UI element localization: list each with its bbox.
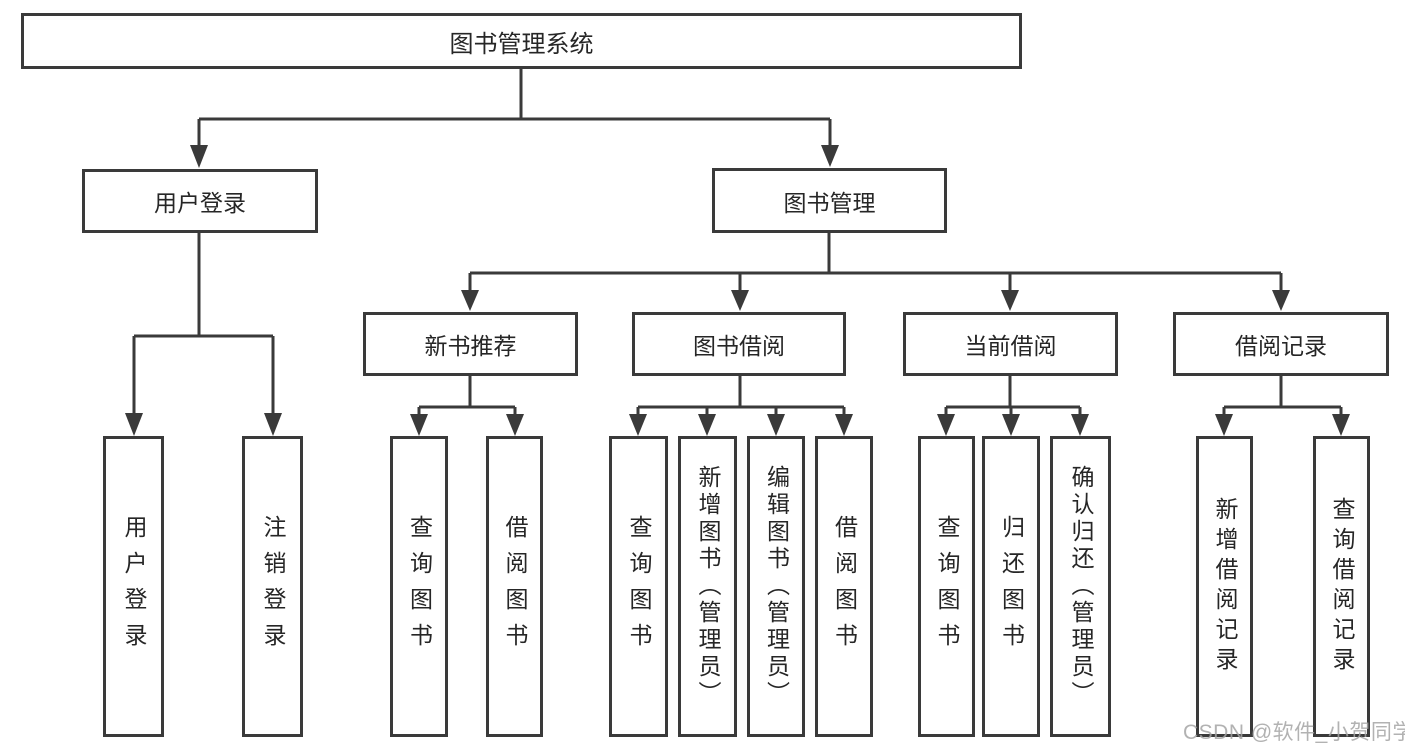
node-leaf-query-books-3: 查询图书 (918, 436, 975, 737)
node-label: 用户登录 (121, 514, 147, 659)
node-leaf-query-books-1: 查询图书 (390, 436, 448, 737)
node-leaf-edit-books-admin: 编辑图书（管理员） (747, 436, 805, 737)
edge-root-to-level2 (190, 68, 839, 168)
node-leaf-confirm-return-admin: 确认归还（管理员） (1050, 436, 1111, 737)
node-user-login: 用户登录 (82, 169, 318, 233)
node-label: 归还图书 (998, 514, 1025, 659)
node-borrowing-records: 借阅记录 (1173, 312, 1389, 376)
node-leaf-return-books: 归还图书 (982, 436, 1040, 737)
edge-user-login-to-leaves (125, 233, 282, 436)
node-leaf-borrow-books-1: 借阅图书 (486, 436, 543, 737)
node-label: 新增借阅记录 (1212, 496, 1238, 677)
edge-book-mgmt-to-level3 (461, 233, 1290, 311)
node-leaf-borrow-books-2: 借阅图书 (815, 436, 873, 737)
node-label: 新增图书（管理员） (695, 465, 721, 708)
node-label: 查询图书 (406, 514, 433, 659)
node-label: 借阅图书 (502, 514, 528, 659)
node-book-borrowing: 图书借阅 (632, 312, 846, 376)
node-label: 查询图书 (626, 514, 652, 659)
node-leaf-query-books-2: 查询图书 (609, 436, 668, 737)
node-label: 查询图书 (934, 514, 960, 659)
node-leaf-add-books-admin: 新增图书（管理员） (678, 436, 737, 737)
node-current-borrowing: 当前借阅 (903, 312, 1118, 376)
node-label: 查询借阅记录 (1329, 496, 1355, 677)
csdn-watermark: CSDN @软件_小贺同学 (1183, 721, 1405, 744)
edge-book-borrow-to-leaves (629, 376, 853, 436)
node-label: 确认归还（管理员） (1068, 465, 1094, 708)
node-label: 编辑图书（管理员） (763, 465, 790, 708)
node-label: 注销登录 (260, 514, 286, 659)
node-root-title: 图书管理系统 (21, 13, 1022, 69)
edge-new-book-rec-to-leaves (410, 376, 524, 436)
node-leaf-add-borrow-record: 新增借阅记录 (1196, 436, 1253, 737)
node-leaf-user-login: 用户登录 (103, 436, 164, 737)
node-new-book-recommend: 新书推荐 (363, 312, 578, 376)
edge-borrow-record-to-leaves (1215, 376, 1350, 436)
node-leaf-logout: 注销登录 (242, 436, 303, 737)
node-leaf-query-borrow-record: 查询借阅记录 (1313, 436, 1370, 737)
edge-current-borrow-to-leaves (937, 376, 1089, 436)
node-book-management: 图书管理 (712, 168, 947, 233)
node-label: 借阅图书 (831, 514, 858, 659)
